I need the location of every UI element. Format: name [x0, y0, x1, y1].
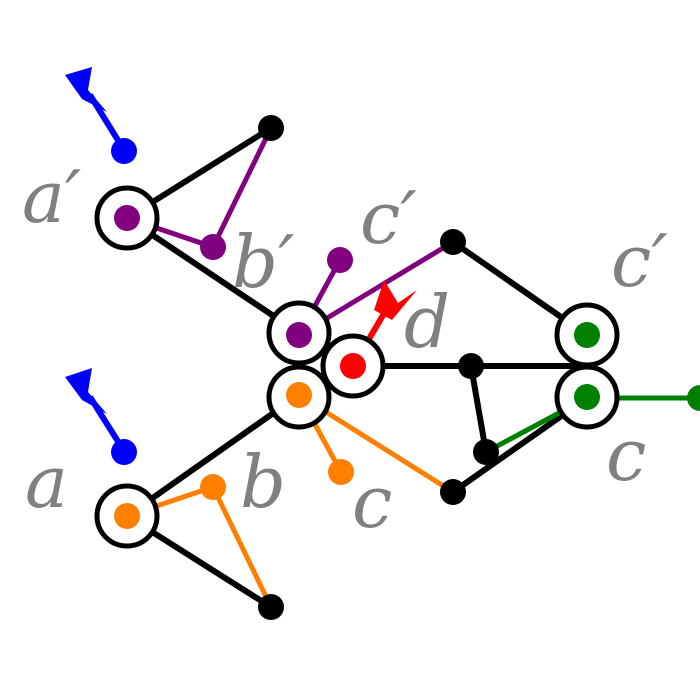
green-dots — [574, 322, 700, 411]
purple-dot-aprime — [114, 205, 140, 231]
black-dot-middle — [458, 353, 484, 379]
black-dot-lower — [473, 439, 499, 465]
label-a: a — [25, 440, 68, 524]
orange-dot-a — [114, 503, 140, 529]
label-d: d — [404, 280, 450, 364]
orange-edge-2 — [210, 484, 274, 610]
label-a-prime: a′ — [22, 155, 81, 239]
label-b: b — [240, 440, 286, 524]
purple-edge-1 — [210, 125, 274, 250]
orange-dot-center — [286, 382, 312, 408]
purple-dot-cprime — [327, 247, 353, 273]
orange-dot-c — [328, 459, 354, 485]
label-c-prime-left: c′ — [360, 176, 417, 260]
green-dot-edge — [687, 385, 700, 411]
blue-dot-top — [111, 138, 137, 164]
purple-dots — [114, 205, 353, 348]
edge-a-center — [124, 392, 302, 519]
arrowhead-icon — [374, 280, 417, 320]
arrowhead-icon — [65, 67, 107, 112]
red-dot-d — [340, 353, 366, 379]
black-dot-upper — [440, 229, 466, 255]
black-dot-top — [258, 115, 284, 141]
green-dot-cprime — [574, 322, 600, 348]
label-c-prime-right: c′ — [611, 219, 668, 303]
edge-aprime-center — [124, 215, 302, 336]
blue-dot-bottom — [111, 439, 137, 465]
purple-dot-bprime — [200, 234, 226, 260]
arrowhead-icon — [65, 368, 107, 414]
label-c-left: c — [352, 460, 392, 544]
black-dot-bottom — [258, 594, 284, 620]
edge-mid-down — [468, 363, 489, 455]
black-dots — [258, 115, 499, 620]
label-b-prime: b′ — [232, 220, 294, 304]
green-dot-c — [574, 384, 600, 410]
black-dot-bottom-mid — [440, 479, 466, 505]
purple-dot-center — [286, 322, 312, 348]
orange-dot-b — [200, 474, 226, 500]
label-c-right: c — [606, 413, 646, 497]
orange-dots — [114, 382, 354, 529]
